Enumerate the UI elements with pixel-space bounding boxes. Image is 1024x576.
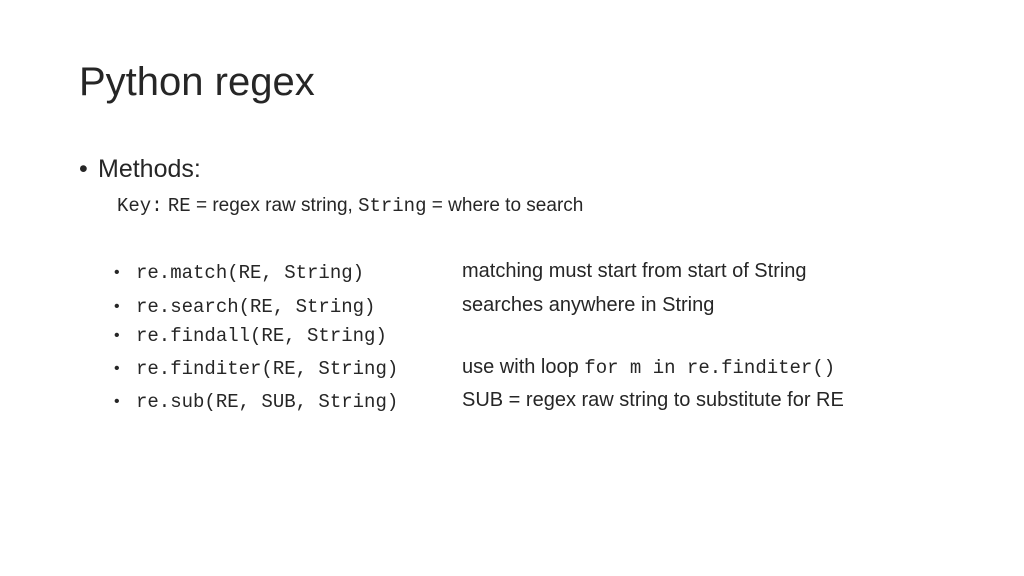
key-label: Key: <box>117 195 163 217</box>
sub-bullet-dot-icon: • <box>114 393 120 410</box>
key-re-token: RE <box>167 195 191 217</box>
slide-title: Python regex <box>79 60 315 104</box>
methods-bullet: • Methods: <box>79 155 201 184</box>
methods-label: Methods: <box>98 155 201 183</box>
method-signature: re.sub(RE, SUB, String) <box>136 391 399 413</box>
method-description-text: searches anywhere in String <box>462 294 715 316</box>
bullet-dot-icon: • <box>79 155 88 183</box>
method-signature: re.finditer(RE, String) <box>136 358 399 380</box>
method-description: SUB = regex raw string to substitute for… <box>462 389 844 412</box>
method-description-code: for m in re.finditer() <box>584 357 836 379</box>
method-description-text: SUB = regex raw string to substitute for… <box>462 389 844 411</box>
method-signature: re.search(RE, String) <box>136 296 376 318</box>
key-string-text: = where to search <box>426 195 584 216</box>
method-description: use with loop for m in re.finditer() <box>462 356 835 379</box>
method-signature: re.findall(RE, String) <box>136 325 387 347</box>
method-description-text: use with loop <box>462 356 585 378</box>
method-description: matching must start from start of String <box>462 260 807 283</box>
key-re-text: = regex raw string, <box>190 195 359 216</box>
sub-bullet-dot-icon: • <box>114 327 120 344</box>
key-string-token: String <box>358 195 427 217</box>
sub-bullet-dot-icon: • <box>114 360 120 377</box>
sub-bullet-dot-icon: • <box>114 298 120 315</box>
method-description: searches anywhere in String <box>462 294 714 317</box>
method-signature: re.match(RE, String) <box>136 262 365 284</box>
sub-bullet-dot-icon: • <box>114 264 120 281</box>
method-description-text: matching must start from start of String <box>462 260 807 282</box>
key-line: Key: RE = regex raw string, String = whe… <box>117 195 583 217</box>
